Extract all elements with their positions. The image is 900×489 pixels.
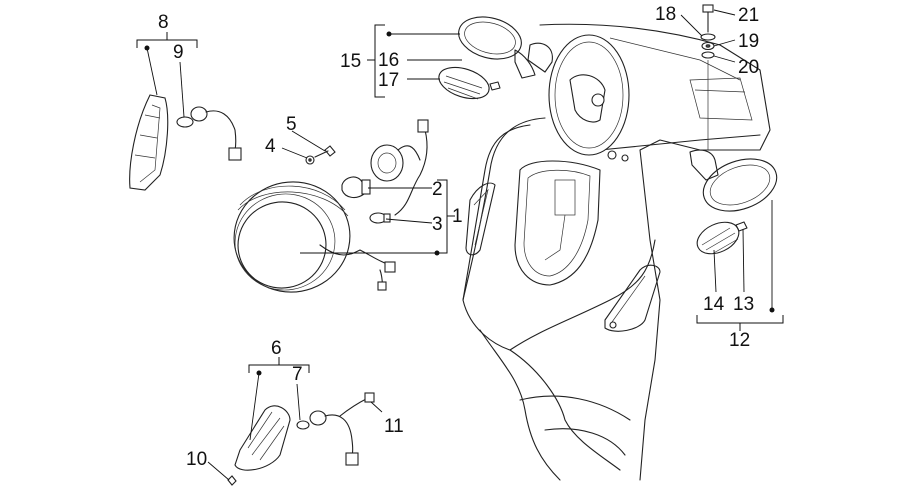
leader-lines: [144, 9, 775, 481]
callout-9: 9: [173, 42, 184, 63]
callout-19: 19: [738, 31, 759, 52]
front-shield-body: [462, 23, 771, 481]
callout-14: 14: [703, 294, 725, 315]
callout-brackets: [136, 24, 784, 373]
callout-2: 2: [432, 179, 443, 200]
callout-10: 10: [186, 449, 207, 470]
callout-17: 17: [378, 70, 399, 91]
callout-11: 11: [384, 416, 404, 437]
callout-4: 4: [265, 136, 276, 157]
callout-6: 6: [271, 338, 282, 359]
callout-7: 7: [292, 364, 303, 385]
right-mirror-assembly: [689, 149, 778, 255]
callout-21: 21: [738, 5, 759, 26]
callout-5: 5: [286, 114, 297, 135]
upper-turn-signal-assembly: [129, 94, 242, 191]
callout-3: 3: [432, 214, 443, 235]
headlamp-assembly: [233, 119, 429, 293]
mirror-bolt-stack: [700, 4, 716, 150]
callout-12: 12: [729, 330, 750, 351]
callout-8: 8: [158, 12, 169, 33]
callout-1: 1: [452, 206, 463, 227]
left-mirror-assembly: [438, 16, 536, 100]
callout-20: 20: [738, 57, 759, 78]
callout-15: 15: [340, 51, 361, 72]
callout-labels: 8 9 5 4 15 16 17 2 3 1 6 7 11 10 18 21 1…: [158, 4, 759, 470]
lower-turn-signal-assembly: [227, 392, 375, 486]
callout-18: 18: [655, 4, 676, 25]
callout-13: 13: [733, 294, 754, 315]
callout-16: 16: [378, 50, 399, 71]
